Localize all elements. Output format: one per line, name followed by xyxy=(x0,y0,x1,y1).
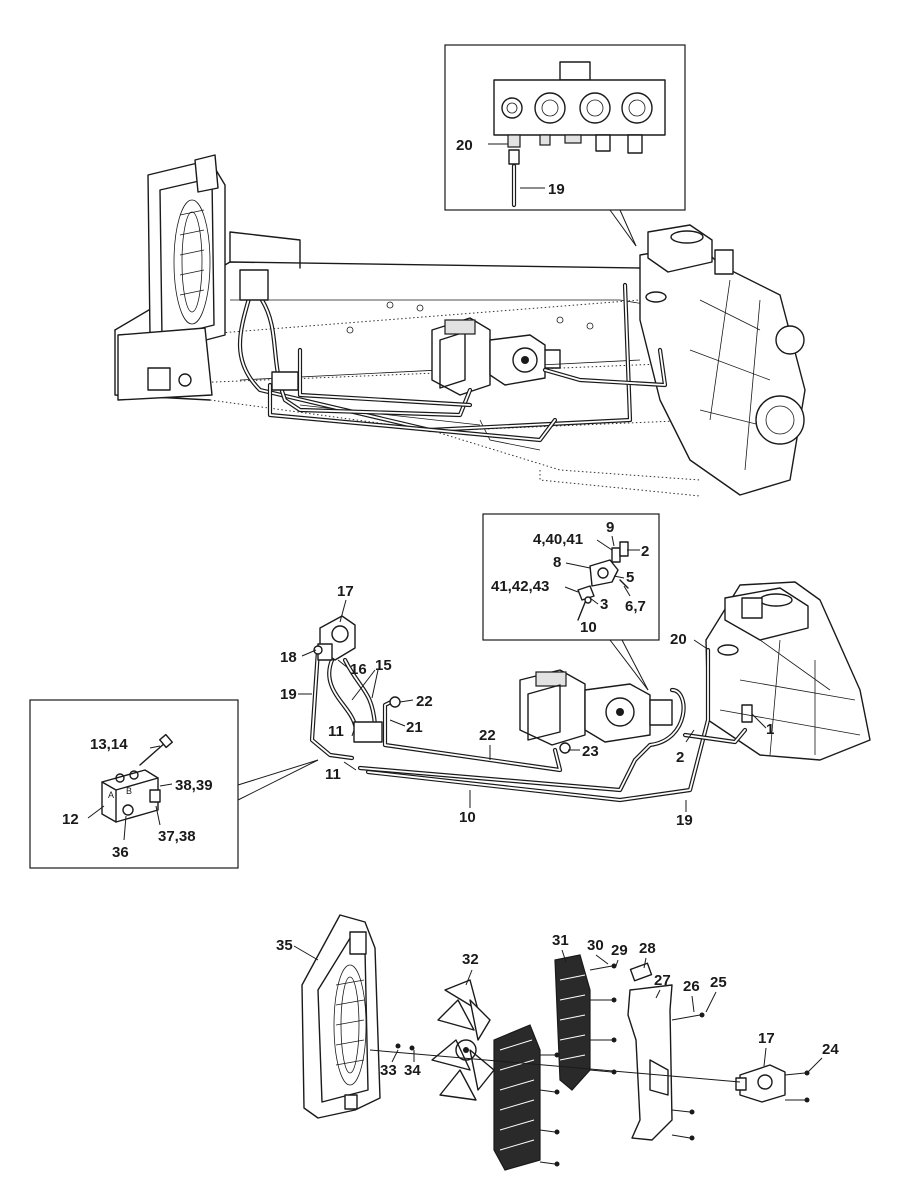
callout-6-7: 6,7 xyxy=(625,598,646,615)
callout-11-mid-a: 11 xyxy=(328,723,344,740)
port-b-label: B xyxy=(126,786,132,796)
valve-block-detail xyxy=(101,733,173,823)
callout-35: 35 xyxy=(276,937,293,954)
callout-29: 29 xyxy=(611,942,628,959)
port-a-label: A xyxy=(108,790,114,800)
callout-17-fan: 17 xyxy=(758,1030,775,1047)
callout-4-40-41: 4,40,41 xyxy=(533,531,583,548)
hoses-overview xyxy=(238,269,668,443)
callouts-mid: 17 18 16 15 19 22 11 21 22 11 23 10 19 xyxy=(280,583,774,829)
callout-2-mid: 2 xyxy=(676,749,684,766)
callout-26: 26 xyxy=(683,978,700,995)
fan-assembly: 35 31 30 29 28 27 26 25 32 33 34 17 24 xyxy=(276,914,839,1171)
callout-31: 31 xyxy=(552,932,569,949)
callout-3: 3 xyxy=(600,596,608,613)
fan-motor xyxy=(735,1064,786,1103)
fan-blades xyxy=(431,979,495,1101)
callout-21: 21 xyxy=(406,719,423,736)
fan-motor-mid xyxy=(313,615,356,661)
tank-mid xyxy=(705,581,871,761)
callout-32: 32 xyxy=(462,951,479,968)
callout-8: 8 xyxy=(553,554,561,571)
callout-19-mid-b: 19 xyxy=(676,812,693,829)
callout-37-38: 37,38 xyxy=(158,828,196,845)
callout-10-mid: 10 xyxy=(459,809,476,826)
callout-20-inset: 20 xyxy=(456,137,473,154)
callout-30: 30 xyxy=(587,937,604,954)
callout-24: 24 xyxy=(822,1041,839,1058)
callout-27: 27 xyxy=(654,972,671,989)
valve-block xyxy=(493,61,666,208)
callout-38-39: 38,39 xyxy=(175,777,213,794)
hydraulic-layout: 17 18 16 15 19 22 11 21 22 11 23 10 19 xyxy=(29,513,871,869)
callout-23: 23 xyxy=(582,743,599,760)
callout-22-mid-b: 22 xyxy=(479,727,496,744)
callout-1: 1 xyxy=(766,721,774,738)
callout-20-mid: 20 xyxy=(670,631,687,648)
callout-13-14: 13,14 xyxy=(90,736,128,753)
callouts-fan: 35 31 30 29 28 27 26 25 32 33 34 17 24 xyxy=(276,932,839,1079)
callout-12: 12 xyxy=(62,811,79,828)
pump-mid xyxy=(519,669,673,746)
callout-19-mid-a: 19 xyxy=(280,686,297,703)
callout-34: 34 xyxy=(404,1062,421,1079)
hoses-mid xyxy=(309,647,748,803)
motor-bracket xyxy=(627,962,673,1141)
tank-overview xyxy=(639,224,806,496)
callout-17: 17 xyxy=(337,583,354,600)
callout-25: 25 xyxy=(710,974,727,991)
fasteners xyxy=(395,963,810,1167)
callout-9: 9 xyxy=(606,519,614,536)
shroud-upper xyxy=(554,954,591,1091)
callout-10-box: 10 xyxy=(580,619,597,636)
shroud-lower xyxy=(493,1024,541,1171)
callout-5: 5 xyxy=(626,569,634,586)
inset-top: 20 19 xyxy=(444,44,686,247)
callout-19-inset: 19 xyxy=(548,181,565,198)
pump-overview xyxy=(431,317,561,396)
callout-2-box: 2 xyxy=(641,543,649,560)
frame-overview xyxy=(114,154,806,497)
callout-18: 18 xyxy=(280,649,297,666)
radiator-overview xyxy=(117,154,226,401)
valve-detail: 13,14 38,39 12 A B 36 37,38 xyxy=(29,699,319,869)
callout-15: 15 xyxy=(375,657,392,674)
callout-33: 33 xyxy=(380,1062,397,1079)
pump-fitting-detail: 9 4,40,41 2 8 5 41,42,43 3 6,7 10 xyxy=(482,513,660,691)
fitting-parts xyxy=(577,541,629,621)
callout-16: 16 xyxy=(350,661,367,678)
callout-36: 36 xyxy=(112,844,129,861)
callout-41-42-43: 41,42,43 xyxy=(491,578,549,595)
callout-11-mid-b: 11 xyxy=(325,766,341,783)
callout-28: 28 xyxy=(639,940,656,957)
radiator-fan xyxy=(301,914,381,1119)
callout-22-mid-a: 22 xyxy=(416,693,433,710)
